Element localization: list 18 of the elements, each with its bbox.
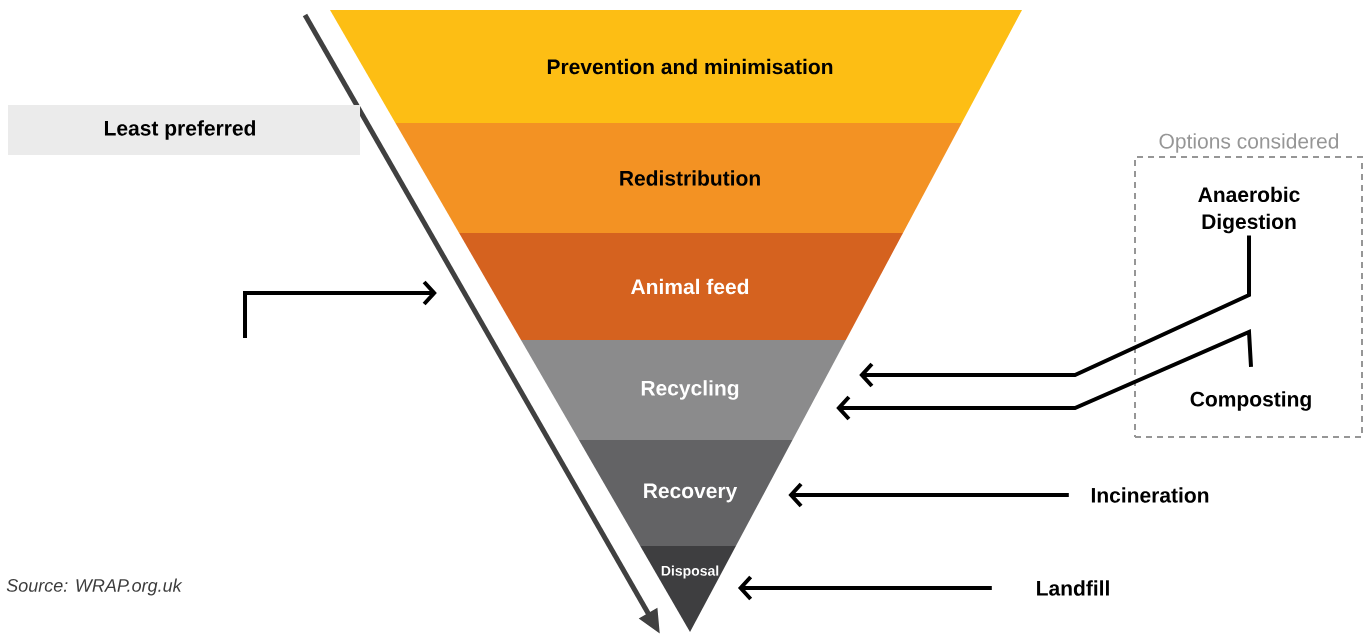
label-band: Least preferred [8,105,360,155]
hierarchy-band: Recycling [521,340,846,440]
option-label: Incineration [1091,487,1209,503]
option-label: Anaerobic Digestion [1198,186,1300,234]
source-note: Source: WRAP.org.uk [6,578,183,596]
arrow [836,329,1253,421]
hierarchy-band: Prevention and minimisation [330,10,1022,123]
arrow [737,575,992,601]
hierarchy-band: Disposal [640,546,736,632]
arrow [788,482,1069,508]
option-label: Landfill [1037,580,1109,596]
hierarchy-band: Redistribution [395,123,962,233]
hierarchy-band: Recovery [578,440,793,546]
arrow [859,235,1251,388]
arrow [243,280,437,338]
option-label: Composting [1190,391,1311,411]
node-label: Options considered [1159,133,1339,153]
hierarchy-band: Animal feed [459,233,903,340]
